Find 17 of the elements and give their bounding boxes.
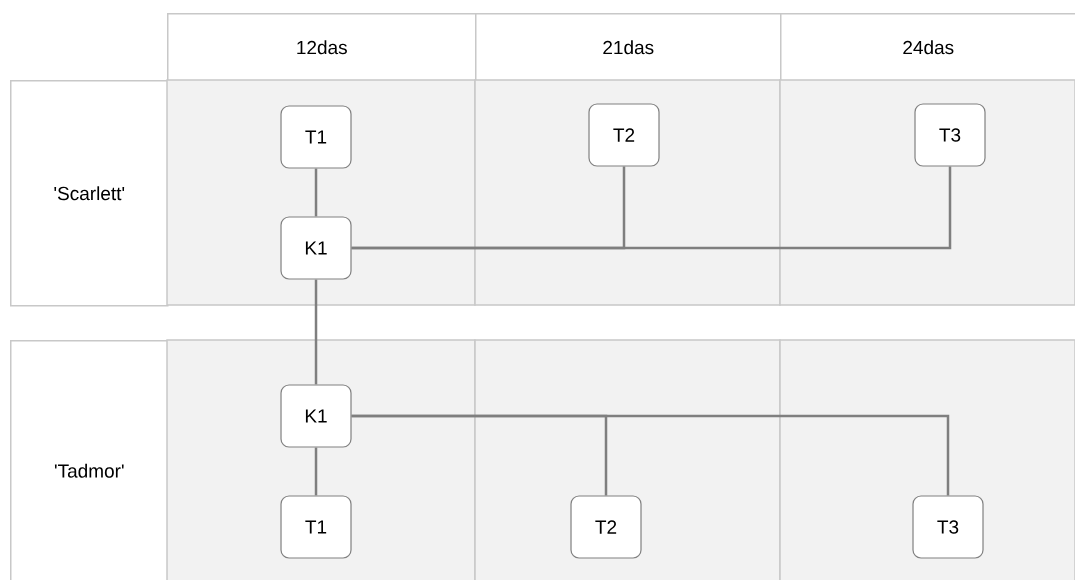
- header-cell: 12das: [167, 13, 477, 82]
- row-label-cell: 'Scarlett': [10, 80, 169, 307]
- tree-box: T3: [914, 103, 986, 167]
- tree-box: T2: [570, 495, 642, 559]
- row-label-cell: 'Tadmor': [10, 340, 169, 580]
- connector-line: [314, 447, 318, 496]
- connector-line: [314, 279, 318, 385]
- tree-box: T1: [280, 105, 352, 169]
- connector-line: [351, 414, 950, 496]
- tree-box: T3: [912, 495, 984, 559]
- tree-box: K1: [280, 216, 352, 280]
- connector-line: [351, 166, 952, 250]
- tree-box: T2: [588, 103, 660, 167]
- tree-box: K1: [280, 384, 352, 448]
- header-cell: 24das: [780, 13, 1075, 82]
- connector-line: [314, 168, 318, 217]
- tree-box: T1: [280, 495, 352, 559]
